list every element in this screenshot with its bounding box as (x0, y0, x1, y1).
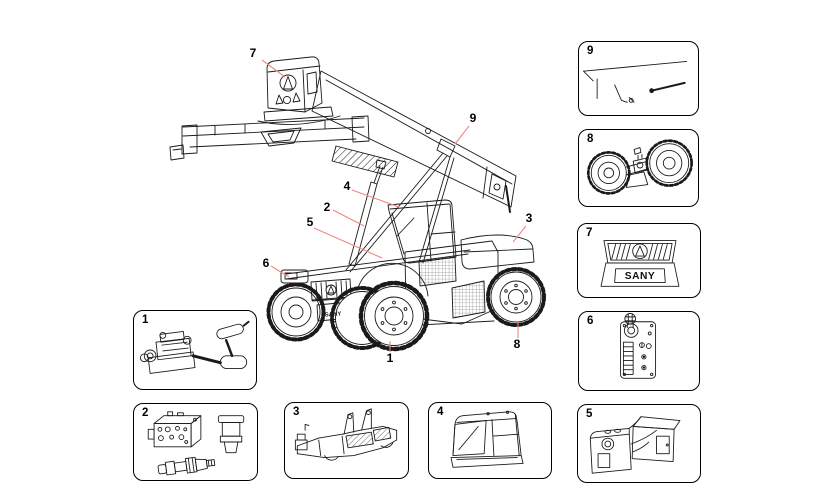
leader-line-3 (512, 225, 527, 243)
gantry-legs (345, 138, 456, 273)
detail-box-3-label: 3 (293, 406, 300, 418)
callout-9[interactable]: 9 (469, 111, 477, 125)
detail-box-9[interactable]: 9 (578, 41, 699, 116)
detail-box-6-label: 6 (587, 315, 594, 327)
rear-wheel (486, 267, 546, 327)
trim-and-rod-parts-icon (583, 61, 688, 103)
detail-box-7-label: 7 (586, 227, 593, 239)
detail-box-2[interactable]: 2 (133, 403, 258, 481)
detail-box-1[interactable]: 1 (133, 310, 257, 390)
detail-box-4[interactable]: 4 (428, 402, 552, 479)
engine-assembly-icon (139, 320, 250, 374)
counterweight (460, 234, 535, 270)
callout-2[interactable]: 2 (323, 200, 331, 214)
tank-assembly-icon (589, 416, 681, 474)
vehicle-line-art (169, 56, 546, 352)
leader-line-2 (332, 209, 365, 227)
detail-box-2-label: 2 (142, 407, 149, 419)
callout-4[interactable]: 4 (343, 179, 351, 193)
spreader-housing (257, 56, 341, 125)
front-wheel-far (266, 282, 326, 342)
callout-7[interactable]: 7 (249, 46, 257, 60)
lift-cylinder (348, 159, 387, 267)
detail-box-7[interactable]: 7 SANY (577, 223, 701, 298)
detail-box-8-label: 8 (587, 133, 594, 145)
spreader-beam (169, 115, 370, 161)
boom (311, 70, 517, 213)
leader-line-6 (270, 265, 290, 278)
detail-box-3[interactable]: 3 (284, 402, 409, 479)
callout-5[interactable]: 5 (306, 215, 314, 229)
vehicle-front-plate-text: SANY (325, 311, 342, 318)
callout-3[interactable]: 3 (525, 211, 533, 225)
detail-box-5[interactable]: 5 (577, 404, 701, 483)
detail-box-5-label: 5 (586, 408, 593, 420)
front-wheel-near (357, 262, 430, 352)
detail-box-9-label: 9 (587, 45, 594, 57)
callout-8[interactable]: 8 (513, 337, 521, 351)
front-grille-logo-icon: SANY (600, 240, 680, 287)
leader-line-9 (454, 125, 470, 145)
steering-axle-icon (586, 139, 693, 195)
sany-logo-text: SANY (625, 271, 655, 282)
leader-line-4 (351, 189, 400, 208)
chassis-frame-icon (294, 408, 398, 461)
control-panel-icon (620, 313, 657, 379)
callout-6[interactable]: 6 (262, 256, 270, 270)
callout-1[interactable]: 1 (386, 351, 394, 365)
callout-leader-lines (261, 59, 527, 352)
leader-line-7 (261, 59, 286, 78)
detail-box-6[interactable]: 6 (578, 311, 700, 391)
body (280, 240, 499, 330)
detail-box-4-label: 4 (437, 406, 444, 418)
operator-cab-icon (450, 410, 524, 468)
detail-box-8[interactable]: 8 (578, 129, 699, 207)
hydraulic-valve-parts-icon (147, 411, 245, 476)
detail-box-1-label: 1 (142, 314, 149, 326)
leader-line-5 (313, 227, 383, 259)
